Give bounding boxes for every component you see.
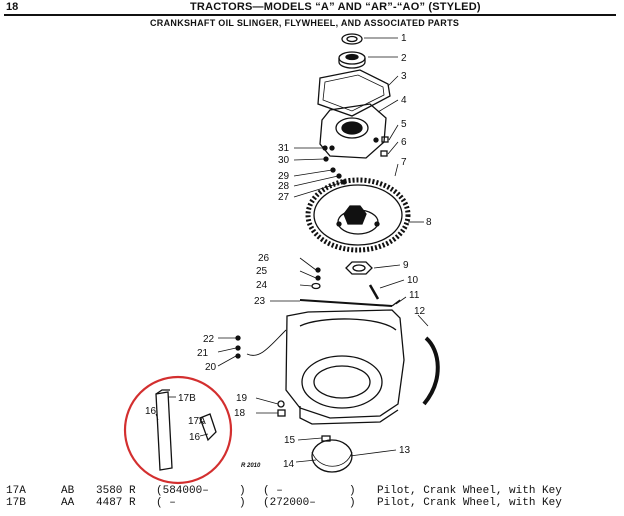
page-subtitle: CRANKSHAFT OIL SLINGER, FLYWHEEL, AND AS… <box>150 18 460 28</box>
callout-11: 11 <box>409 290 420 301</box>
serial-a-end: ) <box>239 485 246 497</box>
parts-list: 17A AB 3580 R (584000– ) ( – ) Pilot, Cr… <box>6 485 618 509</box>
leader-lines <box>155 37 429 463</box>
page-title: TRACTORS—MODELS “A” AND “AR”-“AO” (STYLE… <box>190 1 481 13</box>
callout-22: 22 <box>203 334 215 345</box>
figure-id: R 2010 <box>241 463 261 469</box>
part-18-19 <box>277 400 286 417</box>
parts-row: 17B AA 4487 R ( – ) (272000– ) Pilot, Cr… <box>6 497 618 509</box>
small-parts-24-26 <box>311 267 321 290</box>
callout-29: 29 <box>278 171 290 182</box>
page-number: 18 <box>6 1 19 13</box>
callout-27: 27 <box>278 192 290 203</box>
part-prefix: AB <box>61 485 75 497</box>
callout-4: 4 <box>401 95 407 106</box>
callout-3: 3 <box>401 71 407 82</box>
callout-24: 24 <box>256 280 268 291</box>
part-item: 17B <box>6 497 26 509</box>
callout-17a: 17A <box>188 416 206 427</box>
callout-13: 13 <box>399 445 411 456</box>
part-4-housing <box>319 103 387 159</box>
callout-15: 15 <box>284 435 296 446</box>
serial-a-start: (584000– <box>156 485 209 497</box>
part-description: Pilot, Crank Wheel, with Key <box>377 485 562 497</box>
parts-row: 17A AB 3580 R (584000– ) ( – ) Pilot, Cr… <box>6 485 618 497</box>
part-3-gasket <box>317 69 391 117</box>
callout-2: 2 <box>401 53 407 64</box>
callout-19: 19 <box>236 393 248 404</box>
part-12-gasket <box>422 336 440 406</box>
part-prefix: AA <box>61 497 75 509</box>
highlight-circle <box>123 375 233 485</box>
callout-6: 6 <box>401 137 407 148</box>
serial-b-end: ) <box>349 497 356 509</box>
callout-21: 21 <box>197 348 209 359</box>
part-number: 3580 R <box>96 485 136 497</box>
part-1-seal <box>341 33 363 45</box>
part-16-17-pilot <box>155 389 217 471</box>
callout-25: 25 <box>256 266 268 277</box>
serial-b-end: ) <box>349 485 356 497</box>
part-2-retainer <box>338 51 366 69</box>
header-rule <box>4 14 616 16</box>
part-number: 4487 R <box>96 497 136 509</box>
part-description: Pilot, Crank Wheel, with Key <box>377 497 562 509</box>
callout-23: 23 <box>254 296 266 307</box>
callout-16a: 16 <box>145 406 157 417</box>
callout-16b: 16 <box>189 432 201 443</box>
part-13-14-cover <box>311 439 353 473</box>
callout-18: 18 <box>234 408 246 419</box>
callout-12: 12 <box>414 306 426 317</box>
serial-a-start: ( – <box>156 497 176 509</box>
callout-20: 20 <box>205 362 217 373</box>
callout-8: 8 <box>426 217 432 228</box>
callout-14: 14 <box>283 459 295 470</box>
part-item: 17A <box>6 485 26 497</box>
part-15 <box>321 435 331 442</box>
callout-26: 26 <box>258 253 270 264</box>
part-23-strip <box>299 299 393 307</box>
part-9-nut <box>345 261 373 275</box>
callout-17b: 17B <box>178 393 196 404</box>
callout-5: 5 <box>401 119 407 130</box>
callout-30: 30 <box>278 155 290 166</box>
callout-10: 10 <box>407 275 419 286</box>
callout-7: 7 <box>401 157 407 168</box>
callout-31: 31 <box>278 143 290 154</box>
part-5-6-bolts <box>380 136 389 157</box>
callout-9: 9 <box>403 260 409 271</box>
callout-1: 1 <box>401 33 407 44</box>
callout-28: 28 <box>278 181 290 192</box>
small-parts-20-22 <box>235 335 241 359</box>
part-10-pin <box>368 284 380 300</box>
serial-b-start: ( – <box>263 485 283 497</box>
main-housing <box>285 309 405 425</box>
serial-a-end: ) <box>239 497 246 509</box>
callout-labels: 1 2 3 4 5 6 7 8 9 10 11 12 13 14 15 16 1… <box>145 33 432 470</box>
part-7-8-flywheel <box>305 177 411 253</box>
serial-b-start: (272000– <box>263 497 316 509</box>
